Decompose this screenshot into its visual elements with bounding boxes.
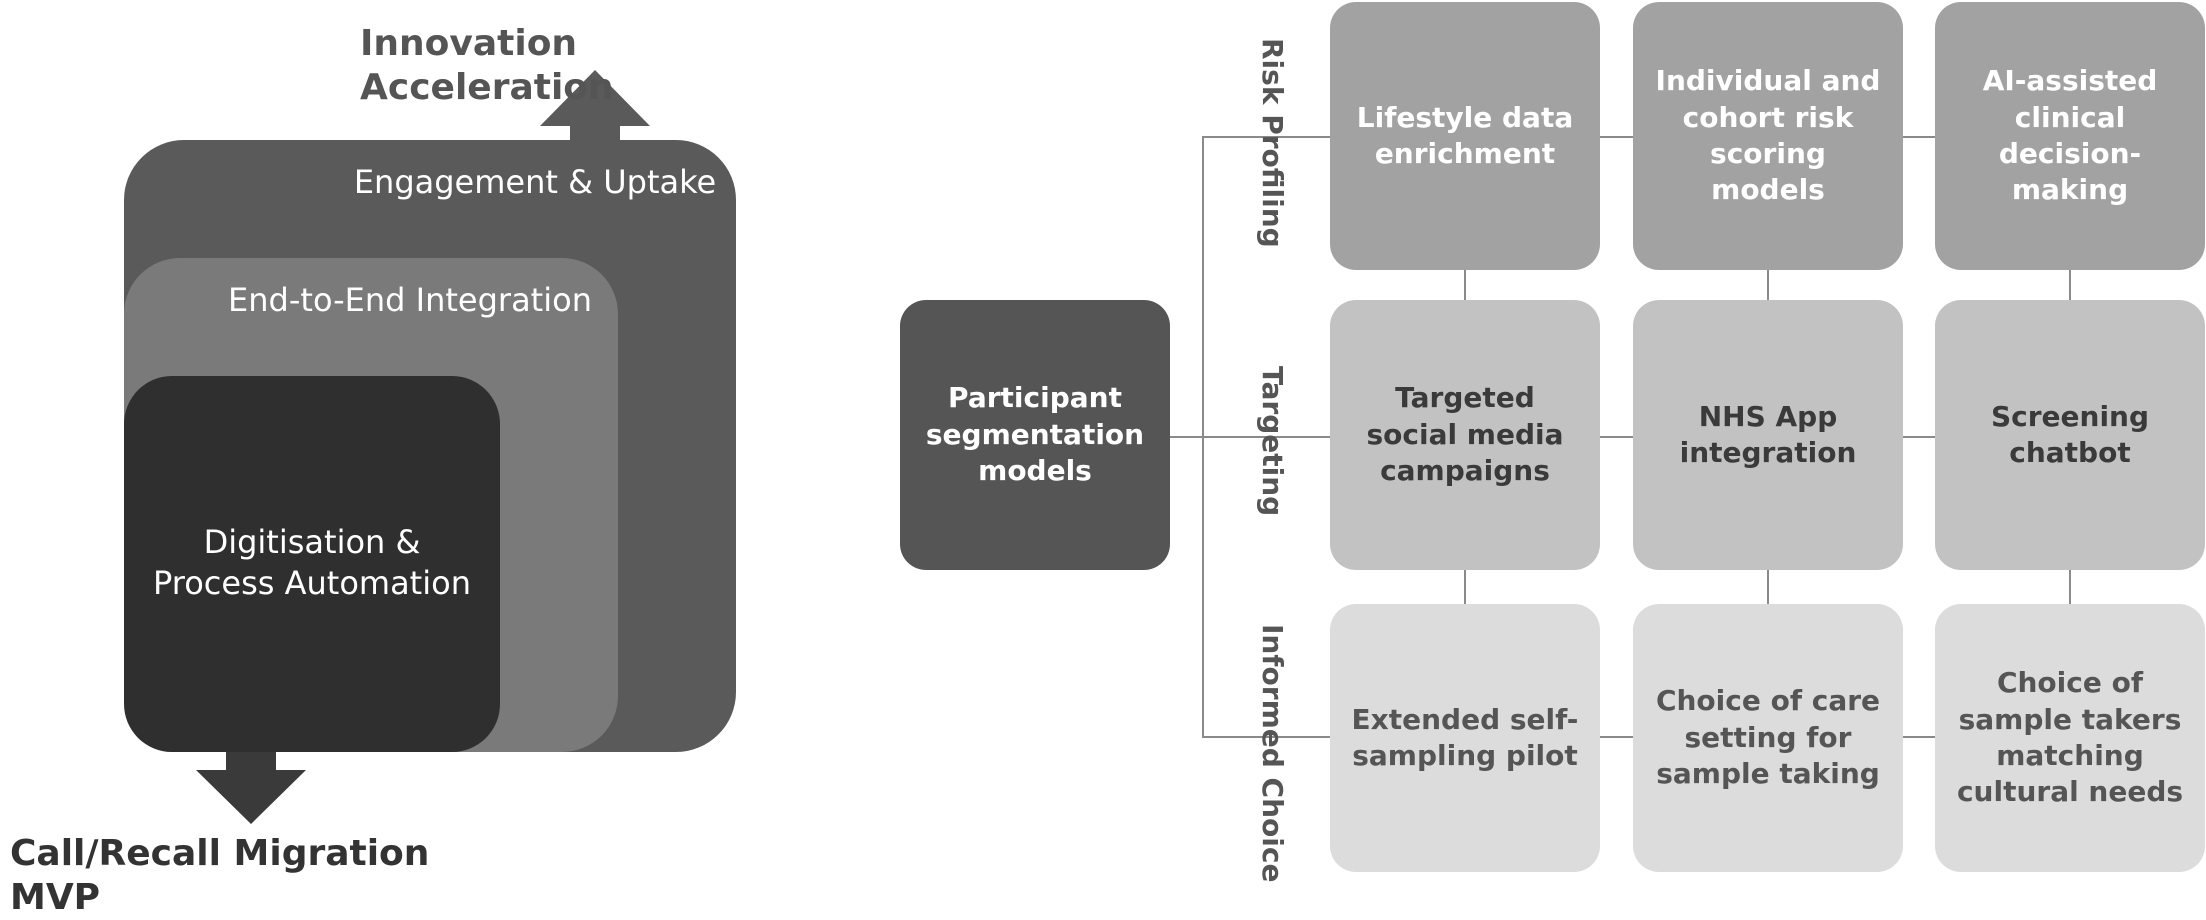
- cell-choice-of-sample-takers: Choice of sample takers matching cultura…: [1935, 604, 2205, 872]
- layer-end-to-end-integration-label: End-to-End Integration: [228, 281, 592, 319]
- layer-digitisation-label: Digitisation & Process Automation: [153, 523, 471, 602]
- layer-digitisation: [124, 376, 500, 752]
- innovation-acceleration-title: Innovation Acceleration: [360, 23, 614, 108]
- layer-engagement-uptake-label: Engagement & Uptake: [353, 163, 717, 201]
- connector-row-3: [1202, 736, 1330, 738]
- cell-lifestyle-data-enrichment: Lifestyle data enrichment: [1330, 2, 1600, 270]
- participant-segmentation-box: Participant segmentation models: [900, 300, 1170, 570]
- row-label-informed-choice: Informed Choice: [1256, 624, 1289, 883]
- cell-screening-chatbot: Screening chatbot: [1935, 300, 2205, 570]
- row-label-targeting: Targeting: [1256, 366, 1289, 517]
- connector-row-1: [1202, 136, 1330, 138]
- connector-center: [1170, 436, 1204, 438]
- cell-risk-scoring-models: Individual and cohort risk scoring model…: [1633, 2, 1903, 270]
- cell-ai-assisted-decision-making: AI-assisted clinical decision-making: [1935, 2, 2205, 270]
- cell-targeted-social-media: Targeted social media campaigns: [1330, 300, 1600, 570]
- cell-choice-of-care-setting: Choice of care setting for sample taking: [1633, 604, 1903, 872]
- connector-row-2: [1202, 436, 1330, 438]
- cell-nhs-app-integration: NHS App integration: [1633, 300, 1903, 570]
- up-arrow-icon: [540, 70, 650, 150]
- down-arrow-icon: [196, 752, 306, 824]
- call-recall-migration-title: Call/Recall Migration MVP: [10, 833, 430, 918]
- cell-extended-self-sampling: Extended self-sampling pilot: [1330, 604, 1600, 872]
- row-label-risk-profiling: Risk Profiling: [1256, 38, 1289, 248]
